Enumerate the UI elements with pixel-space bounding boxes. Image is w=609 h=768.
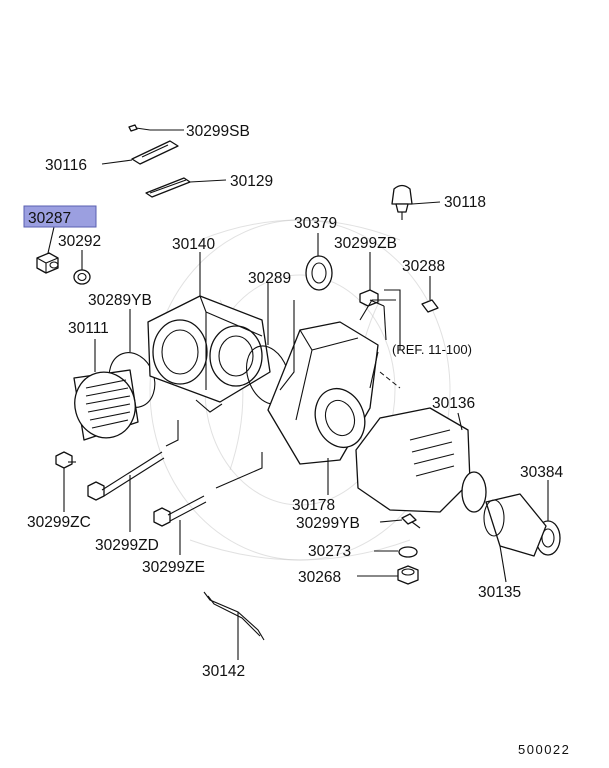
label-30384[interactable]: 30384 <box>520 464 563 481</box>
part-30299sb-screw[interactable] <box>128 124 151 132</box>
label-30178[interactable]: 30178 <box>292 497 335 514</box>
part-30299ze-bolt[interactable] <box>153 495 207 527</box>
part-30136-case[interactable] <box>355 407 487 513</box>
label-30118[interactable]: 30118 <box>444 194 486 211</box>
part-30129-gasket[interactable] <box>145 177 191 198</box>
label-30287[interactable]: 30287 <box>28 210 71 227</box>
part-30299zd-bolt[interactable] <box>87 451 165 501</box>
watermark-emblem <box>149 219 451 561</box>
part-30299zb-bolt[interactable] <box>359 289 385 307</box>
label-30289yb[interactable]: 30289YB <box>88 292 152 309</box>
part-30178-carrier[interactable] <box>267 321 379 465</box>
label-ref[interactable]: (REF. 11-100) <box>392 342 472 357</box>
label-30268[interactable]: 30268 <box>298 569 341 586</box>
part-labels: 30299SB 30116 30129 30118 30287 30292 30… <box>27 123 570 757</box>
part-30140-housing[interactable] <box>147 295 271 413</box>
label-30299zc[interactable]: 30299ZC <box>27 514 91 531</box>
label-30292[interactable]: 30292 <box>58 233 101 250</box>
label-30299yb[interactable]: 30299YB <box>296 515 360 532</box>
label-30299zb[interactable]: 30299ZB <box>334 235 397 252</box>
label-30299zd[interactable]: 30299ZD <box>95 537 159 554</box>
label-30299ze[interactable]: 30299ZE <box>142 559 205 576</box>
label-30136[interactable]: 30136 <box>432 395 475 412</box>
part-30379-seal[interactable] <box>305 255 333 291</box>
part-30288-pin[interactable] <box>421 299 439 313</box>
leader-lines <box>47 129 549 660</box>
label-30289[interactable]: 30289 <box>248 270 291 287</box>
highlight-box-30287 <box>23 205 97 228</box>
label-30288[interactable]: 30288 <box>402 258 445 275</box>
part-30292-washer[interactable] <box>73 269 91 285</box>
part-30287-plug[interactable] <box>36 252 59 274</box>
label-30273[interactable]: 30273 <box>308 543 351 560</box>
part-30142-strap[interactable] <box>203 591 265 641</box>
part-30299zc-bolt[interactable] <box>55 451 76 469</box>
label-30299sb[interactable]: 30299SB <box>186 123 250 140</box>
part-30116-plate[interactable] <box>131 140 179 165</box>
assembly-lines <box>165 299 396 489</box>
part-30118-breather[interactable] <box>391 184 413 221</box>
label-30142[interactable]: 30142 <box>202 663 245 680</box>
part-30268-plug[interactable] <box>397 565 419 585</box>
diagram-code: 500022 <box>518 742 570 757</box>
part-30135-sleeve[interactable] <box>483 493 547 557</box>
label-30129[interactable]: 30129 <box>230 173 273 190</box>
label-30379[interactable]: 30379 <box>294 215 337 232</box>
label-30140[interactable]: 30140 <box>172 236 215 253</box>
part-30273-gasket[interactable] <box>398 546 418 558</box>
label-30116[interactable]: 30116 <box>45 157 87 174</box>
label-30111[interactable]: 30111 <box>68 320 109 337</box>
part-30111-cover[interactable] <box>67 365 142 444</box>
part-30299yb-screw[interactable] <box>401 513 421 529</box>
label-30135[interactable]: 30135 <box>478 584 521 601</box>
